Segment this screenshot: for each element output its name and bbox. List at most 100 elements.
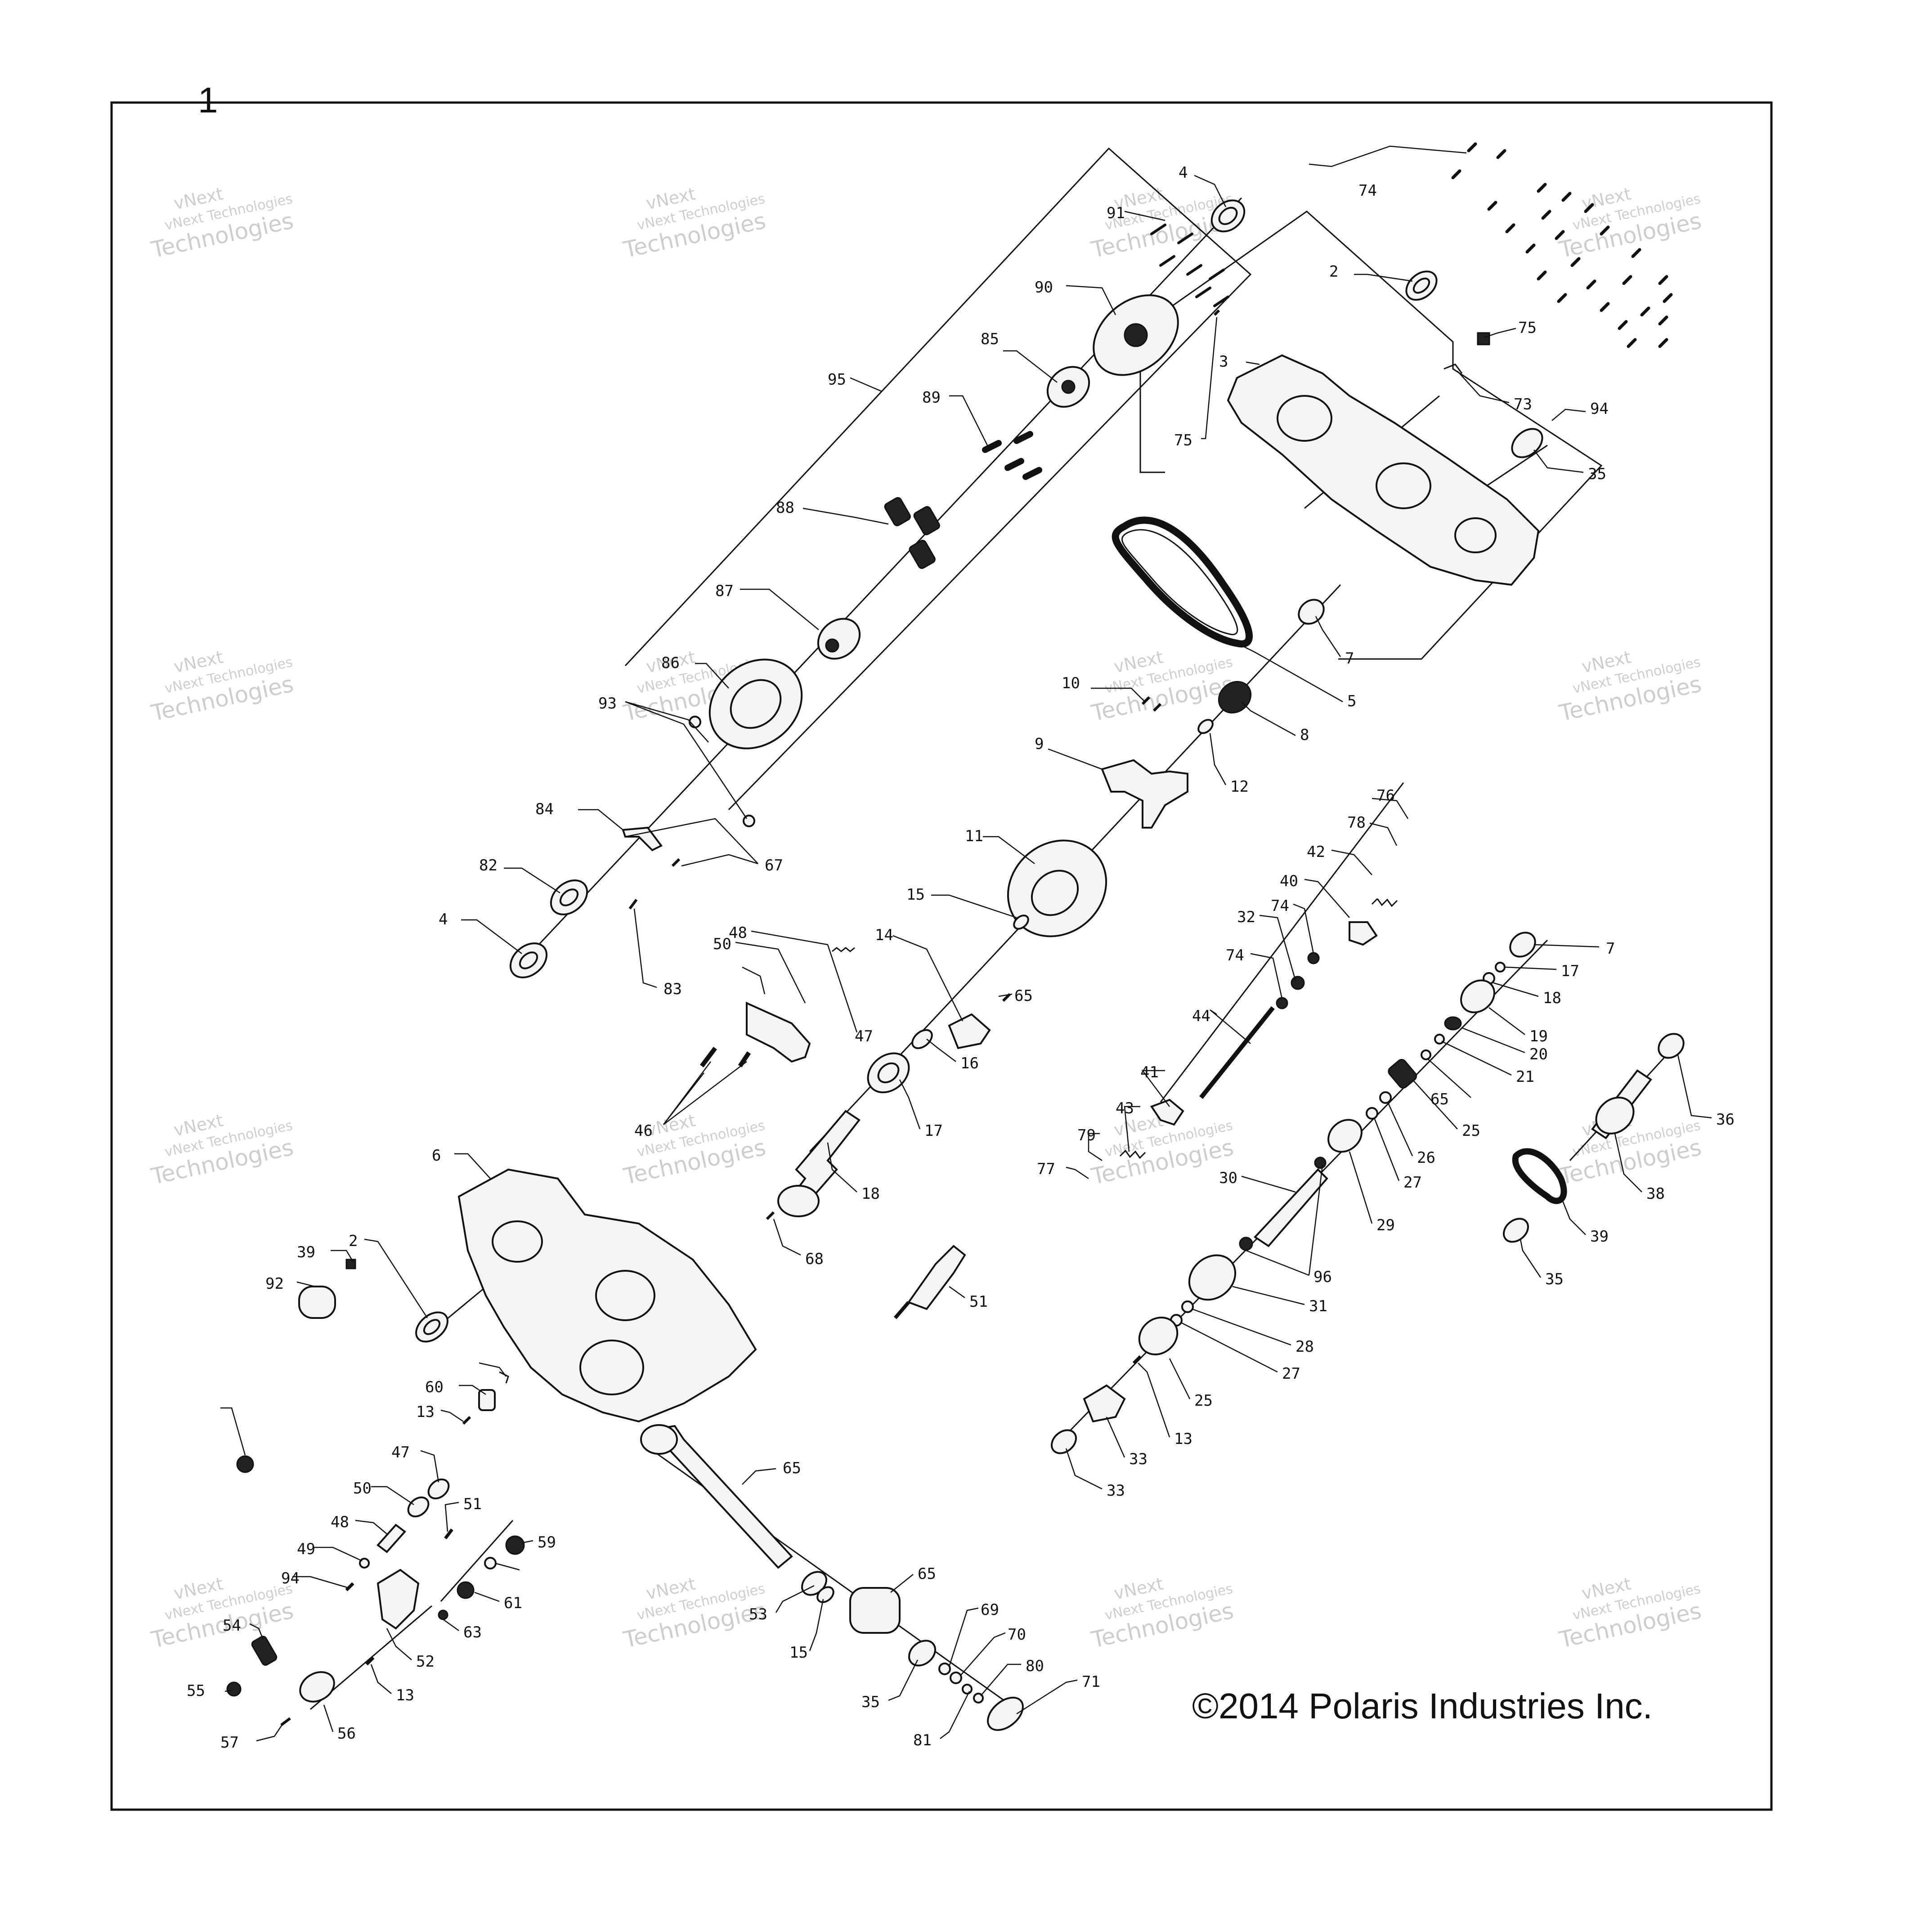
shift-shaft-46-tip	[893, 1301, 910, 1319]
ring-part-63	[1421, 1049, 1431, 1060]
pin-part-51	[444, 1528, 453, 1540]
bearing-part-35	[1658, 1033, 1685, 1059]
pin-part-13	[365, 1656, 375, 1666]
callout-label: 79	[1077, 1126, 1096, 1144]
callout-label: 77	[1037, 1160, 1055, 1178]
callout-label: 80	[1026, 1657, 1044, 1675]
callout-label: 71	[1082, 1673, 1100, 1691]
callout-label: 87	[715, 582, 734, 600]
callout-label: 8	[1300, 726, 1309, 744]
fork-part-39	[1349, 921, 1378, 946]
watermark: vNext vNext Technologies Technologies	[621, 1574, 768, 1654]
callout-label: 83	[663, 980, 682, 998]
bearing-part-33	[1503, 1218, 1529, 1243]
callout-label: 19	[1529, 1027, 1548, 1045]
group-bracket-91	[624, 147, 1252, 811]
callout-label: 16	[960, 1054, 979, 1072]
callout-label: 40	[1280, 872, 1298, 890]
case-half-bore	[1376, 462, 1431, 509]
callout-label: 47	[391, 1443, 410, 1461]
collar-part-25	[1388, 1059, 1417, 1089]
watermark: vNext vNext Technologies Technologies	[148, 1574, 296, 1654]
collar-part-24	[1138, 1316, 1179, 1356]
watermark: vNext vNext Technologies Technologies	[148, 184, 296, 264]
callout-label: 94	[281, 1569, 300, 1587]
gear-part-8	[1218, 681, 1252, 714]
callout-label: 74	[1226, 946, 1244, 964]
pin-part-71	[1213, 309, 1220, 316]
shaft-18-end	[777, 1185, 820, 1217]
ring-part-27	[1366, 1107, 1378, 1120]
drive-belt-part-5	[1112, 516, 1253, 648]
callout-label: 18	[861, 1185, 880, 1203]
callout-label: 27	[1403, 1174, 1422, 1192]
callout-label: 5	[1347, 692, 1356, 710]
ring-part-22	[1444, 1016, 1462, 1031]
callout-label: 2	[1329, 263, 1338, 281]
callout-label: 48	[729, 924, 747, 942]
callout-label: 25	[1462, 1122, 1480, 1140]
watermark: vNext vNext Technologies Technologies	[1089, 1574, 1236, 1654]
screw-part-10	[1141, 696, 1151, 705]
screw-part-10	[1152, 703, 1162, 712]
ring-part-31	[1291, 976, 1305, 990]
housing-part-52	[377, 1569, 420, 1630]
screw-part-13	[462, 1416, 471, 1425]
callout-label: 31	[1309, 1297, 1327, 1315]
callout-label: 65	[1014, 987, 1033, 1005]
callout-label: 7	[1606, 940, 1615, 958]
gear-36	[1595, 1097, 1635, 1134]
shift-rod-part-41	[1199, 1006, 1275, 1099]
gear-part-64	[849, 1587, 901, 1634]
sensor-part-88	[298, 1286, 336, 1319]
callout-label: 17	[1561, 962, 1579, 980]
watermark: vNext vNext Technologies Technologies	[1556, 184, 1703, 264]
bearing-17-inner	[877, 1062, 900, 1084]
callout-label: 13	[1174, 1430, 1192, 1448]
callout-label: 39	[297, 1243, 315, 1261]
copyright-notice: ©2014 Polaris Industries Inc.	[1192, 1686, 1653, 1726]
seal-2-inner	[1412, 278, 1430, 294]
callout-label: 29	[1376, 1216, 1395, 1234]
callout-label: 57	[220, 1734, 239, 1752]
callout-label: 67	[765, 856, 783, 874]
callout-label: 44	[1192, 1007, 1210, 1025]
washer-part-19	[1495, 962, 1506, 973]
callout-label: 14	[875, 926, 893, 944]
callout-label: 9	[1035, 735, 1044, 753]
bolts-70	[1451, 142, 1673, 348]
callout-label: 33	[1129, 1450, 1148, 1468]
diagram-border	[110, 101, 1773, 1811]
ring-part-12	[1197, 719, 1214, 734]
callout-label: 4	[1179, 164, 1188, 182]
callout-label: 7	[1345, 650, 1354, 668]
seal-4-inner	[519, 951, 538, 969]
callout-label: 52	[416, 1653, 435, 1671]
callout-label: 50	[713, 935, 731, 953]
callout-label: 27	[1282, 1365, 1300, 1383]
callout-label: 2	[349, 1232, 358, 1250]
shaft-part-48	[377, 1524, 406, 1553]
case-half-bore	[595, 1270, 655, 1321]
shift-shaft-part-46	[907, 1245, 966, 1310]
callout-label: 21	[1516, 1068, 1534, 1086]
gear-part-59	[457, 1581, 475, 1599]
ring-part-73	[1276, 997, 1288, 1009]
callout-label: 46	[634, 1122, 653, 1140]
axis-line	[1160, 782, 1404, 1103]
callout-label: 13	[416, 1403, 435, 1421]
gear-11-inner	[1031, 870, 1079, 916]
pin-part-42	[700, 1047, 717, 1067]
plug-part-60	[438, 1609, 448, 1620]
callout-label: 92	[265, 1275, 284, 1293]
callouts: 4 91 90 85 95 89 88 87 86 93 84 67 82 4 …	[187, 164, 1735, 1752]
watermark: vNext vNext Technologies Technologies	[1089, 647, 1236, 727]
callout-label: 20	[1529, 1045, 1548, 1063]
ring-part-15	[816, 1586, 834, 1603]
callout-label: 86	[661, 654, 680, 672]
seal-inner	[1218, 206, 1238, 225]
callout-label: 55	[187, 1682, 205, 1700]
gear-part-53	[251, 1636, 278, 1666]
callout-label: 95	[828, 371, 846, 389]
